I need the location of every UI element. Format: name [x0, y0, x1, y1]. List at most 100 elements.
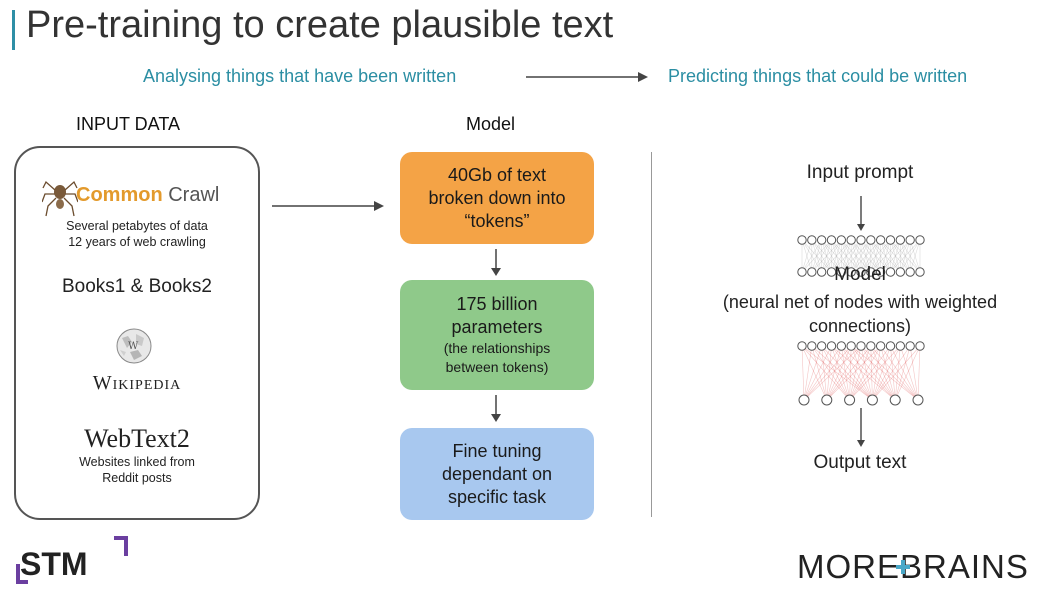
nn-node — [856, 267, 866, 277]
nn-connection — [860, 239, 872, 273]
nn-node — [905, 267, 915, 277]
nn-connection — [849, 345, 891, 401]
nn-node — [836, 235, 847, 245]
column-divider — [651, 152, 652, 517]
nn-connection — [801, 239, 822, 273]
subtitle-arrow — [526, 72, 648, 82]
tokens-box-text: 40Gb of text broken down into “tokens” — [428, 164, 566, 231]
nn-node — [856, 341, 866, 351]
nn-connection — [870, 345, 896, 401]
nn-connection — [890, 239, 921, 273]
title-accent-bar — [12, 10, 15, 50]
nn-arrow-head — [857, 440, 865, 447]
nn-connection — [831, 239, 852, 273]
nn-node — [866, 394, 878, 406]
nn-connection — [821, 345, 873, 401]
nn-connection — [801, 345, 805, 401]
nn-connection — [894, 345, 921, 401]
nn-connection — [803, 345, 852, 401]
nn-connection — [803, 345, 813, 401]
nn-connection — [801, 239, 813, 273]
nn-connection — [880, 239, 911, 273]
wikipedia-label: Wikipedia — [92, 372, 182, 394]
nn-connection — [841, 239, 852, 273]
nn-connection — [821, 345, 828, 401]
nn-connection — [872, 345, 881, 401]
common-crawl-line2: 12 years of web crawling — [68, 235, 206, 249]
nn-node — [875, 267, 886, 277]
subtitle-left: Analysing things that have been written — [143, 66, 457, 86]
nn-arrow-head — [857, 224, 865, 231]
nn-connection — [841, 239, 872, 273]
nn-node — [821, 394, 833, 406]
nn-node — [915, 235, 925, 245]
input-prompt-label: Input prompt — [806, 162, 914, 183]
common-crawl-desc: Several petabytes of data 12 years of we… — [14, 218, 260, 250]
nn-node — [836, 341, 847, 351]
nn-connection — [880, 239, 891, 273]
nn-connection — [831, 239, 842, 273]
nn-connection — [811, 239, 832, 273]
nn-connection — [821, 239, 852, 273]
nn-connection — [831, 345, 850, 401]
nn-connection — [821, 239, 852, 273]
subtitle-right: Predicting things that could be written — [668, 66, 968, 86]
webtext-title: WebText2 — [84, 424, 190, 453]
nn-connection — [872, 345, 921, 401]
nn-node — [836, 267, 847, 277]
wikipedia-globe-icon: W — [116, 328, 152, 364]
nn-connection — [849, 345, 862, 401]
nn-connection — [821, 239, 842, 273]
nn-connection — [850, 239, 872, 273]
nn-connection — [801, 239, 822, 273]
nn-node — [895, 267, 906, 277]
svg-text:W: W — [128, 341, 139, 352]
output-text-label: Output text — [813, 452, 907, 473]
nn-node — [807, 267, 817, 277]
nn-connection — [880, 345, 896, 401]
nn-node — [856, 235, 866, 245]
nn-connection — [870, 239, 881, 273]
model-label: Model — [834, 264, 886, 285]
nn-connection — [860, 239, 872, 273]
input-data-heading: INPUT DATA — [76, 114, 181, 134]
parameters-box: 175 billion parameters (the relationship… — [400, 280, 594, 390]
nn-node — [915, 267, 925, 277]
nn-connection — [880, 239, 901, 273]
stm-logo-bracket — [16, 536, 128, 584]
nn-connection — [870, 239, 881, 273]
nn-connection — [821, 239, 832, 273]
nn-connection — [849, 345, 872, 401]
nn-connection — [831, 239, 842, 273]
nn-connection — [890, 239, 921, 273]
nn-node — [846, 267, 856, 277]
nn-connection — [850, 239, 881, 273]
nn-connection — [909, 345, 919, 401]
nn-connection — [850, 345, 896, 401]
nn-connection — [850, 239, 881, 273]
nn-connection — [900, 345, 919, 401]
nn-node — [915, 341, 925, 351]
nn-connection — [826, 345, 881, 401]
nn-node — [905, 235, 915, 245]
nn-connection — [801, 239, 832, 273]
nn-connection — [880, 345, 919, 401]
nn-connection — [850, 345, 873, 401]
nn-connection — [831, 239, 862, 273]
nn-connection — [850, 239, 862, 273]
nn-connection — [909, 239, 921, 273]
nn-node — [816, 267, 827, 277]
input-to-model-arrow — [272, 201, 384, 211]
nn-node — [905, 341, 915, 351]
nn-connection — [801, 239, 813, 273]
nn-connection — [831, 239, 852, 273]
morebrains-logo: MOREBRAINS — [797, 548, 1029, 586]
nn-connection — [841, 239, 872, 273]
nn-node — [826, 341, 837, 351]
nn-connection — [826, 345, 852, 401]
model-description: (neural net of nodes with weighted conne… — [722, 292, 998, 336]
tokens-box: 40Gb of text broken down into “tokens” — [400, 152, 594, 244]
nn-node — [816, 341, 827, 351]
stm-logo: STM — [20, 546, 88, 582]
nn-node — [826, 267, 837, 277]
